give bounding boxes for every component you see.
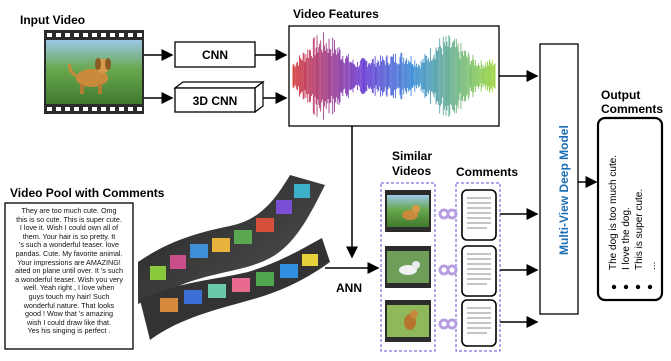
input-video-filmstrip xyxy=(44,30,144,114)
video-comment-links xyxy=(438,208,458,330)
video-features-label: Video Features xyxy=(293,7,379,21)
pool-comment-line: this is so cute. This is super cute. xyxy=(16,214,122,224)
pool-comment-line: well. Yeah right , I love when xyxy=(23,283,115,293)
output-comment-3: This is super cute. xyxy=(634,188,645,270)
similar-comment-card-3 xyxy=(461,299,497,347)
similar-videos-column xyxy=(380,182,436,352)
pool-comment-line: Your impressions are AMAZING! xyxy=(17,257,121,267)
similar-video-1 xyxy=(385,190,431,232)
dog-image xyxy=(68,58,111,94)
output-comments-card xyxy=(596,116,664,302)
pool-comment-line: 's such a wonderful teaser. love xyxy=(18,240,120,250)
similar-videos-label-line1: Similar xyxy=(392,149,432,163)
similar-video-2 xyxy=(385,246,431,288)
film-reel-graphic xyxy=(138,175,330,340)
pool-comments-text: They are too much cute. Omg this is so c… xyxy=(8,207,130,347)
video-pool-comment-box xyxy=(4,202,134,350)
waveform xyxy=(292,32,496,120)
cnn3d-label: 3D CNN xyxy=(193,94,238,108)
multi-view-model-label: Multi-View Deep Model xyxy=(557,125,571,255)
similar-comment-card-2 xyxy=(461,245,497,297)
similar-video-3 xyxy=(385,300,431,342)
output-comment-2: I love the dog. xyxy=(621,207,632,270)
pool-comment-line: aited on plane until over. It 's such xyxy=(14,266,124,276)
pool-comment-line: I love it. Wish I could own all of xyxy=(19,223,119,233)
pool-comment-line: wish I could draw like that. xyxy=(27,317,111,327)
multi-view-model-box xyxy=(539,43,579,315)
pool-comment-line: pandas. Cute. My favorite animal. xyxy=(15,248,123,258)
similar-comment-card-1 xyxy=(461,189,497,241)
pool-comment-line: a wonderful teaser. Wish you very xyxy=(15,274,123,284)
cnn3d-box xyxy=(173,80,265,114)
pool-comment-line: them. Your hair is so pretty. It xyxy=(22,231,116,241)
video-pool-label: Video Pool with Comments xyxy=(10,186,165,200)
output-comment-4: ... xyxy=(647,261,658,270)
pool-comment-line: wonderful nature. That looks xyxy=(23,300,115,310)
pool-comment-line: guys touch my hair! Such xyxy=(28,291,110,301)
output-label-line1: Output xyxy=(601,88,640,102)
pool-comment-line: good ! Wow that 's amazing xyxy=(25,309,113,319)
cnn-label: CNN xyxy=(202,48,228,62)
pool-comment-line: They are too much cute. Omg xyxy=(21,207,117,215)
comments-label: Comments xyxy=(456,165,518,179)
similar-videos-label-line2: Videos xyxy=(392,164,431,178)
ann-label: ANN xyxy=(336,281,362,295)
output-comment-1: The dog is too much cute. xyxy=(608,154,619,270)
input-video-label: Input Video xyxy=(20,13,85,27)
pool-comment-line: Yes his singing is perfect . xyxy=(27,326,111,336)
output-label-line2: Comments xyxy=(601,102,663,116)
output-card-dots xyxy=(611,284,653,290)
